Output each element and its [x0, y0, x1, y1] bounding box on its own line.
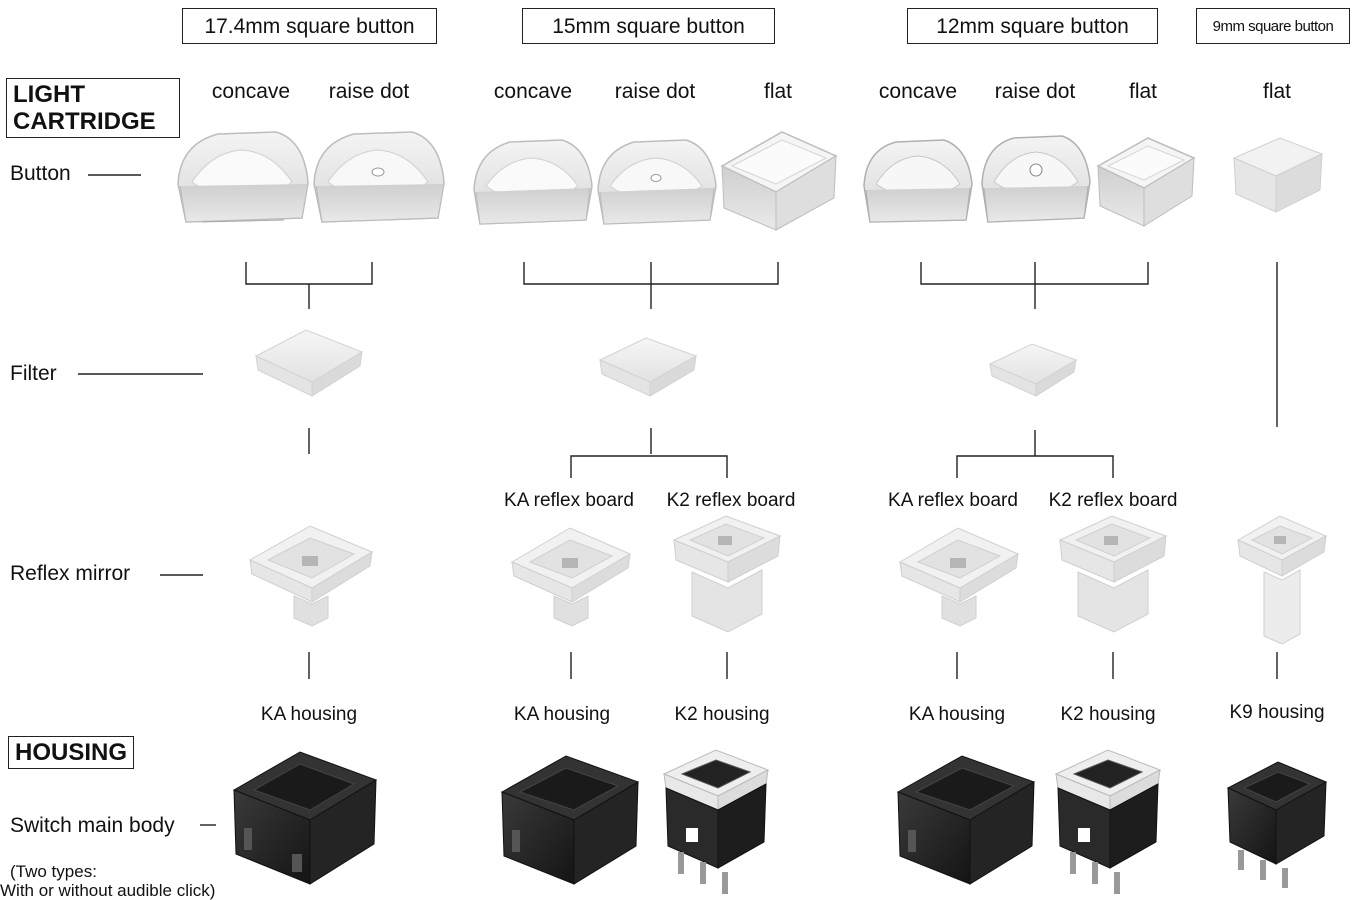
housing-label: HOUSING	[8, 736, 135, 769]
label-ka-reflex-board-12: KA reflex board	[888, 490, 1018, 511]
reflex-mirror-ka-12-icon	[898, 527, 1020, 627]
k9-housing-icon	[1226, 761, 1328, 888]
label-k2-reflex-board-12: K2 reflex board	[1048, 490, 1178, 511]
button-flat-9-icon	[1232, 137, 1324, 213]
note-two-types: (Two types:	[10, 862, 97, 881]
label-raise-dot-15: raise dot	[614, 80, 696, 103]
button-raise-dot-12-icon	[981, 135, 1091, 223]
label-raise-dot-12: raise dot	[994, 80, 1076, 103]
row-label-switch-main-body: Switch main body	[10, 814, 175, 837]
filter-17-4-icon	[254, 329, 364, 397]
button-raise-dot-17-4-icon	[313, 131, 445, 223]
row-label-filter: Filter	[10, 362, 57, 385]
button-flat-12-icon	[1096, 137, 1196, 227]
label-ka-housing-15: KA housing	[513, 704, 611, 725]
label-concave-15: concave	[493, 80, 573, 103]
button-concave-12-icon	[863, 139, 973, 223]
filter-15-icon	[598, 337, 698, 397]
ka-housing-15-icon	[500, 755, 640, 885]
label-flat-12: flat	[1128, 80, 1158, 103]
label-ka-housing-12: KA housing	[908, 704, 1006, 725]
header-15mm: 15mm square button	[522, 8, 775, 44]
note-audible-click: With or without audible click)	[0, 881, 216, 900]
light-cartridge-label: LIGHT CARTRIDGE	[6, 78, 180, 138]
k2-housing-15-icon	[662, 749, 770, 894]
label-k2-reflex-board-15: K2 reflex board	[666, 490, 796, 511]
header-12mm: 12mm square button	[907, 8, 1158, 44]
reflex-mirror-17-4-icon	[248, 525, 374, 627]
row-label-reflex-mirror: Reflex mirror	[10, 562, 131, 585]
button-concave-17-4-icon	[177, 131, 309, 223]
k2-housing-12-icon	[1054, 749, 1162, 894]
label-raise-dot-174: raise dot	[328, 80, 410, 103]
reflex-mirror-ka-15-icon	[510, 527, 632, 627]
label-k2-housing-12: K2 housing	[1060, 704, 1156, 725]
label-concave-174: concave	[211, 80, 291, 103]
button-raise-dot-15-icon	[597, 139, 717, 225]
label-k9-housing: K9 housing	[1229, 702, 1325, 723]
reflex-mirror-k2-12-icon	[1058, 515, 1168, 633]
label-ka-reflex-board-15: KA reflex board	[504, 490, 634, 511]
button-concave-15-icon	[473, 139, 593, 225]
header-17-4mm: 17.4mm square button	[182, 8, 437, 44]
reflex-mirror-k9-icon	[1236, 515, 1328, 645]
label-flat-9: flat	[1262, 80, 1292, 103]
reflex-mirror-k2-15-icon	[672, 515, 782, 633]
filter-12-icon	[988, 343, 1078, 397]
label-concave-12: concave	[878, 80, 958, 103]
row-label-button: Button	[10, 162, 71, 185]
button-flat-15-icon	[720, 131, 838, 231]
ka-housing-12-icon	[896, 755, 1036, 885]
ka-housing-17-4-icon	[232, 751, 378, 885]
label-flat-15: flat	[763, 80, 793, 103]
label-k2-housing-15: K2 housing	[674, 704, 770, 725]
header-9mm: 9mm square button	[1196, 8, 1350, 44]
label-ka-housing-174: KA housing	[260, 704, 358, 725]
